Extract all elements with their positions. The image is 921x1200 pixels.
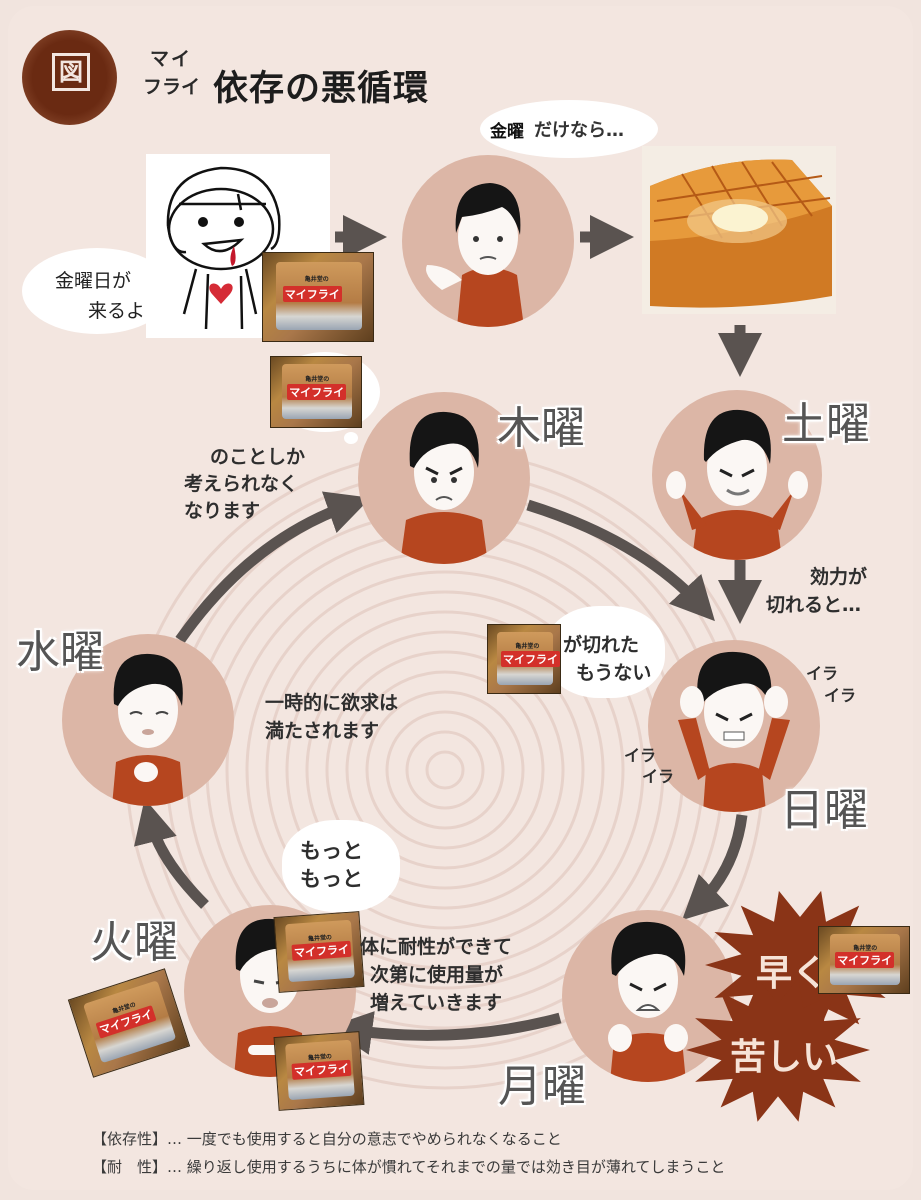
thought-day: 金曜: [490, 122, 524, 142]
arrow-wed-to-thu: [175, 491, 371, 644]
person-circle-sunday: [648, 640, 820, 812]
arrow-sun-to-mon: [682, 814, 748, 921]
day-label-thursday: 木曜: [497, 403, 585, 454]
wednesday-caption-line1: 一時的に欲求は: [265, 692, 399, 714]
myfry-package: 亀井堂のマイフライ: [487, 624, 561, 694]
thought-dot: [344, 432, 358, 444]
person-circle-thursday: [358, 392, 530, 564]
person-circle-worried: [402, 155, 574, 327]
day-label-monday: 月曜: [498, 1061, 586, 1112]
relieved-man-icon: [112, 653, 184, 806]
ring: [305, 630, 585, 910]
tolerance-caption-line1: 体に耐性ができて: [360, 936, 513, 958]
arrow-tue-to-wed: [134, 798, 209, 909]
french-toast-photo: [642, 146, 836, 314]
friday-speech-line2: 来るよ: [88, 300, 146, 322]
myfry-package: 亀井堂のマイフライ: [818, 926, 910, 994]
person-circle-saturday: [652, 390, 822, 560]
irritation-text: イラ: [624, 746, 657, 765]
tuesday-speech-line1: もっと: [300, 839, 363, 863]
speech-bubble-sunday: [545, 606, 665, 698]
ring: [285, 610, 605, 930]
figure-icon: 図: [52, 53, 90, 91]
anguished-man-icon: [608, 921, 688, 1082]
irritation-text: イラ: [824, 686, 857, 705]
thursday-caption-line3: なります: [184, 500, 261, 522]
ring: [405, 730, 485, 810]
title-ruby-bottom: フライ: [143, 76, 201, 98]
ring: [385, 710, 505, 830]
frustrated-man-icon: [678, 651, 790, 812]
sunday-speech-line2: もうない: [576, 662, 652, 684]
burst-painful-text: 苦しい: [730, 1037, 839, 1078]
figure-badge: [22, 30, 117, 125]
thought-text: だけなら…: [534, 120, 624, 141]
tolerance-caption-line2: 次第に使用量が: [370, 964, 504, 986]
myfry-package: 亀井堂のマイフライ: [262, 252, 374, 342]
effect-caption-line2: 切れると…: [766, 594, 862, 616]
definition-tolerance: 【耐 性】… 繰り返し使用するうちに体が慣れてそれまでの量では効き目が薄れてしま…: [92, 1158, 726, 1176]
thought-bubble-friday: [480, 100, 658, 158]
arrow-thu-to-sun: [526, 499, 715, 622]
ring: [265, 590, 625, 950]
speech-bubble-tuesday: [282, 820, 400, 912]
thursday-caption-line1: のことしか: [210, 446, 306, 468]
myfry-package: 亀井堂のマイフライ: [270, 356, 362, 428]
day-label-sunday: 日曜: [780, 785, 868, 836]
day-label-tuesday: 火曜: [90, 917, 178, 968]
tolerance-caption-line3: 増えていきます: [370, 992, 503, 1014]
thursday-caption-line2: 考えられなく: [184, 473, 299, 495]
ring: [325, 650, 565, 890]
irritation-text: イラ: [806, 664, 839, 683]
definition-dependence: 【依存性】… 一度でも使用すると自分の意志でやめられなくなること: [92, 1130, 562, 1148]
friday-speech-line1: 金曜日が: [55, 270, 132, 292]
scheming-man-icon: [666, 409, 808, 560]
effect-caption-line1: 効力が: [810, 566, 868, 588]
day-label-saturday: 土曜: [782, 399, 870, 450]
worried-man-icon: [426, 183, 524, 327]
toast-image: [642, 146, 836, 314]
speech-bubble-friday: [22, 248, 172, 334]
tuesday-speech-line2: もっと: [300, 867, 363, 891]
wednesday-caption-line2: 満たされます: [265, 720, 380, 742]
arrow-mon-to-tue: [328, 1011, 562, 1055]
title-ruby-top: マイ: [150, 48, 193, 70]
ring: [365, 690, 525, 850]
ring: [245, 570, 645, 970]
irritation-text: イラ: [642, 767, 675, 786]
page-title: 依存の悪循環: [213, 69, 430, 109]
person-circle-wednesday: [62, 634, 234, 806]
frowning-man-icon: [400, 411, 488, 564]
day-label-wednesday: 水曜: [16, 627, 104, 678]
ring: [425, 750, 465, 790]
burst-painful: [686, 978, 870, 1122]
sunday-speech-line1: が切れた: [563, 634, 640, 656]
smiling-girl-icon: [166, 166, 281, 330]
girl-drawing: [146, 154, 330, 338]
ring: [345, 670, 545, 870]
burst-hurry-text: 早く: [756, 953, 829, 994]
